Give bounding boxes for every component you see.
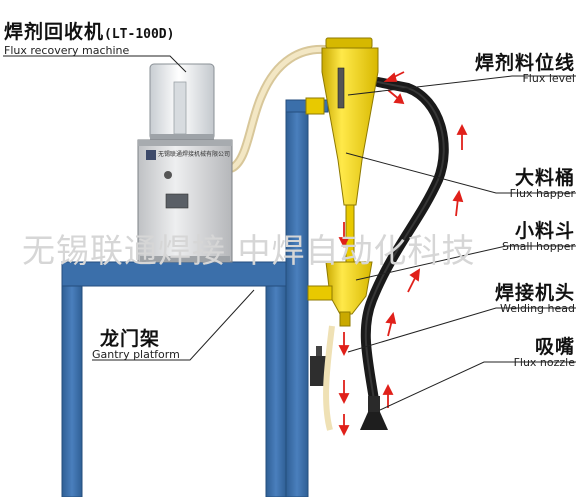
machine-plate: 无锡联通焊接机械有限公司 — [158, 150, 230, 158]
callout-flux-hopper-cn: 大料桶 — [514, 167, 575, 189]
flux-nozzle — [360, 396, 388, 430]
callout-flux-level-cn: 焊剂料位线 — [474, 52, 575, 74]
callout-flux-hopper-en: Flux happer — [509, 187, 575, 200]
callout-flux-nozzle-cn: 吸嘴 — [534, 336, 575, 358]
flux-hopper — [305, 37, 379, 264]
recovery-machine — [137, 63, 233, 263]
leader-lines — [3, 55, 576, 411]
callout-small-hopper-en: Small hopper — [501, 240, 575, 253]
small-hopper — [307, 261, 373, 327]
title-en: Flux recovery machine — [4, 44, 130, 57]
title-cn: 焊剂回收机 — [4, 21, 105, 43]
watermark-text: 无锡联通焊接 中焊自动化科技 — [22, 231, 476, 270]
callout-gantry-cn: 龙门架 — [100, 328, 161, 350]
title-model: (LT-100D) — [104, 27, 175, 42]
callout-flux-nozzle-en: Flux nozzle — [513, 356, 575, 369]
callout-welding-head-cn: 焊接机头 — [494, 282, 575, 304]
title-block: 焊剂回收机(LT-100D) — [4, 17, 174, 44]
callout-welding-head-en: Welding head — [499, 302, 575, 315]
flow-arrows — [338, 71, 468, 437]
callout-flux-level-en: Flux level — [522, 72, 575, 85]
callout-gantry-en: Gantry platform — [92, 348, 180, 361]
callout-small-hopper-cn: 小料斗 — [514, 220, 575, 242]
welding-torch — [310, 325, 335, 431]
